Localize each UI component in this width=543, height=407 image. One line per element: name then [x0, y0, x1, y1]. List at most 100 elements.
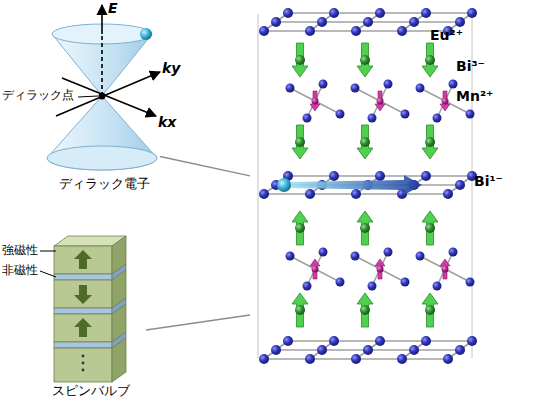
eu-atom — [295, 137, 305, 147]
eu-spin-arrow — [292, 125, 308, 159]
bond — [402, 358, 448, 360]
bi-atom — [351, 26, 361, 36]
mn-spin-arrow — [440, 259, 450, 279]
layer-label: 非磁性 — [2, 264, 42, 278]
bond — [264, 358, 310, 360]
ion-label: Mn²⁺ — [456, 88, 516, 104]
upper-cone — [52, 34, 152, 96]
eu-atom — [425, 137, 435, 147]
mn-spin-arrow — [375, 91, 385, 111]
bi-atom — [443, 354, 453, 364]
bi-atom — [466, 110, 475, 119]
bi-atom — [368, 282, 377, 291]
ion-label: Bi¹⁻ — [474, 173, 534, 189]
eu-spin-arrow — [357, 43, 373, 77]
bi-atom — [303, 282, 312, 291]
eu-spin-arrow — [292, 211, 308, 245]
bi-atom — [305, 26, 315, 36]
bi-atom — [421, 8, 431, 18]
electron-ball — [277, 178, 291, 192]
bi-atom — [421, 171, 431, 181]
leader-line — [78, 96, 98, 97]
bi-square-net — [259, 171, 477, 199]
eu-spin-arrow — [292, 43, 308, 77]
eu-atom — [360, 305, 370, 315]
bond — [288, 175, 334, 177]
mn-bi-layer — [286, 248, 475, 291]
bi-atom — [455, 345, 465, 355]
bond — [380, 12, 426, 14]
bond — [368, 349, 414, 351]
bi-atom — [449, 80, 458, 89]
lower-cone-rim — [47, 146, 157, 170]
bond — [310, 193, 356, 195]
bond — [334, 12, 380, 14]
eu-atom — [295, 305, 305, 315]
ferromagnetic-layer — [54, 280, 112, 308]
bi-atom — [409, 345, 419, 355]
bi-atom — [375, 336, 385, 346]
bi-atom — [317, 17, 327, 27]
mn-atom — [442, 266, 449, 273]
bi-atom — [401, 110, 410, 119]
axis-label: E — [108, 0, 128, 16]
eu-spin-arrow — [357, 211, 373, 245]
spin-arrow — [74, 285, 92, 304]
energy-axis-inner — [101, 36, 103, 96]
bi-atom — [455, 17, 465, 27]
bi-square-net — [259, 336, 477, 364]
nonmagnetic-layer — [54, 274, 112, 280]
bi-atom — [433, 114, 442, 123]
bi-atom — [384, 248, 393, 257]
spin-valve-panel: スピンバルブ — [36, 230, 146, 406]
bi-atom — [329, 8, 339, 18]
leader-line — [160, 156, 250, 175]
eu-atom — [425, 55, 435, 65]
nonmagnetic-layer — [54, 342, 112, 348]
bi-atom — [397, 354, 407, 364]
eu-spin-arrow — [357, 293, 373, 327]
eu-atom — [425, 305, 435, 315]
lower-cone — [47, 96, 157, 170]
bond — [402, 193, 448, 195]
bond — [368, 21, 414, 23]
dirac-point — [99, 93, 106, 100]
bi-atom — [467, 336, 477, 346]
bond — [426, 340, 472, 342]
bond — [310, 30, 356, 32]
ferromagnetic-layer — [54, 314, 112, 342]
mn-spin-arrow — [310, 259, 320, 279]
bi-atom — [259, 26, 269, 36]
axis-label: ky — [162, 60, 192, 76]
bond — [288, 340, 334, 342]
eu-atom — [425, 223, 435, 233]
crystal-structure — [258, 8, 477, 364]
bi-atom — [259, 354, 269, 364]
bi-atom — [305, 189, 315, 199]
bi-atom — [283, 8, 293, 18]
bi-atom — [319, 248, 328, 257]
bond — [322, 21, 368, 23]
bond — [276, 21, 322, 23]
bi-atom — [319, 80, 328, 89]
electron-ball — [140, 28, 152, 40]
bi-atom — [303, 114, 312, 123]
bi-atom — [336, 110, 345, 119]
bi-atom — [455, 180, 465, 190]
point-label: ディラック点 — [2, 89, 82, 103]
bond — [356, 193, 402, 195]
bond — [356, 30, 402, 32]
eu-atom — [360, 55, 370, 65]
bi-atom — [433, 282, 442, 291]
continuation-dot — [82, 355, 85, 358]
continuation-dot — [82, 362, 85, 365]
bi-atom — [271, 17, 281, 27]
bi-atom — [351, 252, 360, 261]
bond — [276, 349, 322, 351]
spin-arrow — [74, 318, 92, 337]
mn-bi-layer — [286, 80, 475, 123]
bond — [426, 175, 472, 177]
